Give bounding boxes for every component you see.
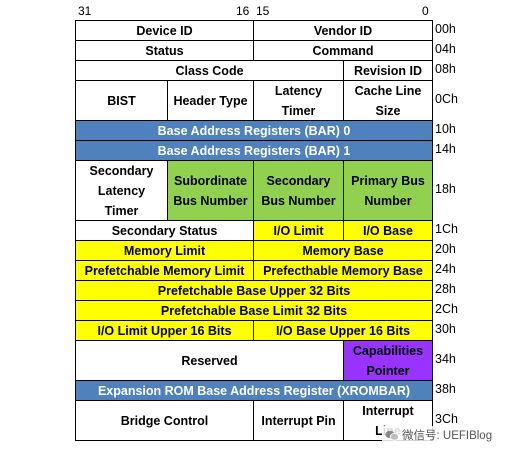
wechat-icon [385, 430, 399, 441]
field-header-type: Header Type [167, 80, 254, 121]
watermark-text: 微信号: UEFIBlog [402, 430, 493, 442]
field-i-o-limit: I/O Limit [253, 220, 344, 241]
field-prefetchable-base-limit-32-bits: Prefetchable Base Limit 32 Bits [75, 300, 433, 321]
register-offset: 00h [435, 22, 456, 36]
field-secondary-bus-number: Secondary Bus Number [253, 160, 344, 221]
register-offset: 10h [435, 122, 456, 136]
field-vendor-id: Vendor ID [253, 20, 433, 41]
register-offset: 3Ch [435, 412, 458, 426]
field-command: Command [253, 40, 433, 61]
field-base-address-registers-bar-0: Base Address Registers (BAR) 0 [75, 120, 433, 141]
field-i-o-limit-upper-16-bits: I/O Limit Upper 16 Bits [75, 320, 254, 341]
field-memory-base: Memory Base [253, 240, 433, 261]
field-memory-limit: Memory Limit [75, 240, 254, 261]
field-expansion-rom-base-address-register-xrombar: Expansion ROM Base Address Register (XRO… [75, 380, 433, 401]
field-interrupt-pin: Interrupt Pin [253, 400, 344, 441]
watermark: 微信号: UEFIBlog [382, 426, 496, 444]
bit-label-0: 0 [422, 4, 429, 18]
field-class-code: Class Code [75, 60, 344, 81]
register-offset: 38h [435, 382, 456, 396]
field-secondary-latency-timer: Secondary Latency Timer [75, 160, 168, 221]
register-offset: 30h [435, 322, 456, 336]
register-offset: 14h [435, 142, 456, 156]
field-base-address-registers-bar-1: Base Address Registers (BAR) 1 [75, 140, 433, 161]
field-bridge-control: Bridge Control [75, 400, 254, 441]
field-bist: BIST [75, 80, 168, 121]
field-device-id: Device ID [75, 20, 254, 41]
field-primary-bus-number: Primary Bus Number [343, 160, 433, 221]
field-status: Status [75, 40, 254, 61]
field-secondary-status: Secondary Status [75, 220, 254, 241]
field-latency-timer: Latency Timer [253, 80, 344, 121]
field-cache-line-size: Cache Line Size [343, 80, 433, 121]
register-offset: 0Ch [435, 92, 458, 106]
register-offset: 24h [435, 262, 456, 276]
bit-label-15: 15 [256, 4, 270, 18]
register-offset: 1Ch [435, 222, 458, 236]
bit-label-31: 31 [78, 4, 92, 18]
register-offset: 2Ch [435, 302, 458, 316]
field-prefecthable-memory-base: Prefecthable Memory Base [253, 260, 433, 281]
register-offset: 20h [435, 242, 456, 256]
field-prefetchable-base-upper-32-bits: Prefetchable Base Upper 32 Bits [75, 280, 433, 301]
field-revision-id: Revision ID [343, 60, 433, 81]
register-offset: 28h [435, 282, 456, 296]
field-capabilities-pointer: Capabilities Pointer [343, 340, 433, 381]
register-offset: 04h [435, 42, 456, 56]
bit-label-16: 16 [236, 4, 250, 18]
field-subordinate-bus-number: Subordinate Bus Number [167, 160, 254, 221]
field-i-o-base-upper-16-bits: I/O Base Upper 16 Bits [253, 320, 433, 341]
register-offset: 18h [435, 182, 456, 196]
register-offset: 08h [435, 62, 456, 76]
register-offset: 34h [435, 352, 456, 366]
field-prefetchable-memory-limit: Prefetchable Memory Limit [75, 260, 254, 281]
field-i-o-base: I/O Base [343, 220, 433, 241]
field-reserved: Reserved [75, 340, 344, 381]
